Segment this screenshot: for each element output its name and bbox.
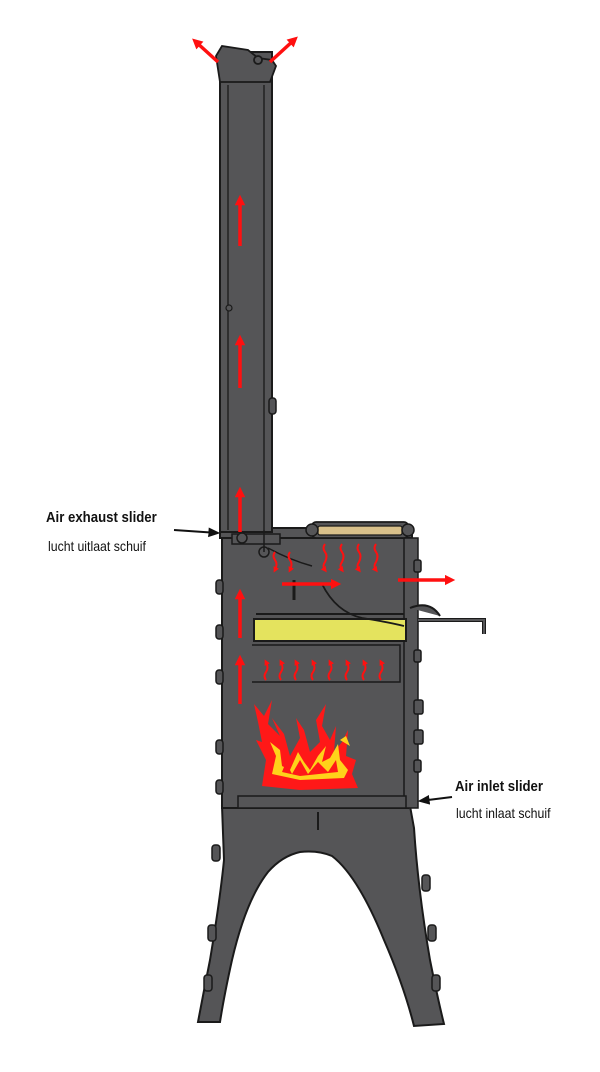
side-handle [409,604,486,634]
body-side-tabs [215,579,224,795]
heat-wave-arrows [272,543,379,573]
chimney-pipe [219,51,273,533]
leg-tabs [203,844,441,992]
inlet-label-title: Air inlet slider [455,778,544,795]
fire-flames [254,700,358,790]
ash-pan [237,795,407,809]
top-rack [305,521,415,539]
inlet-label-subtitle: lucht inlaat schuif [456,805,551,821]
exhaust-label-title: Air exhaust slider [46,509,157,526]
exhaust-callout-arrow [173,527,221,538]
exhaust-label-subtitle: lucht uitlaat schuif [48,538,146,554]
front-panel-knobs [413,559,424,773]
exhaust-slider [231,530,281,558]
baffle-plate [253,618,407,642]
airflow-arrows [192,36,456,704]
inlet-callout-arrow [417,795,453,805]
stove-legs [196,805,446,1028]
heat-up-arrows [263,659,386,681]
